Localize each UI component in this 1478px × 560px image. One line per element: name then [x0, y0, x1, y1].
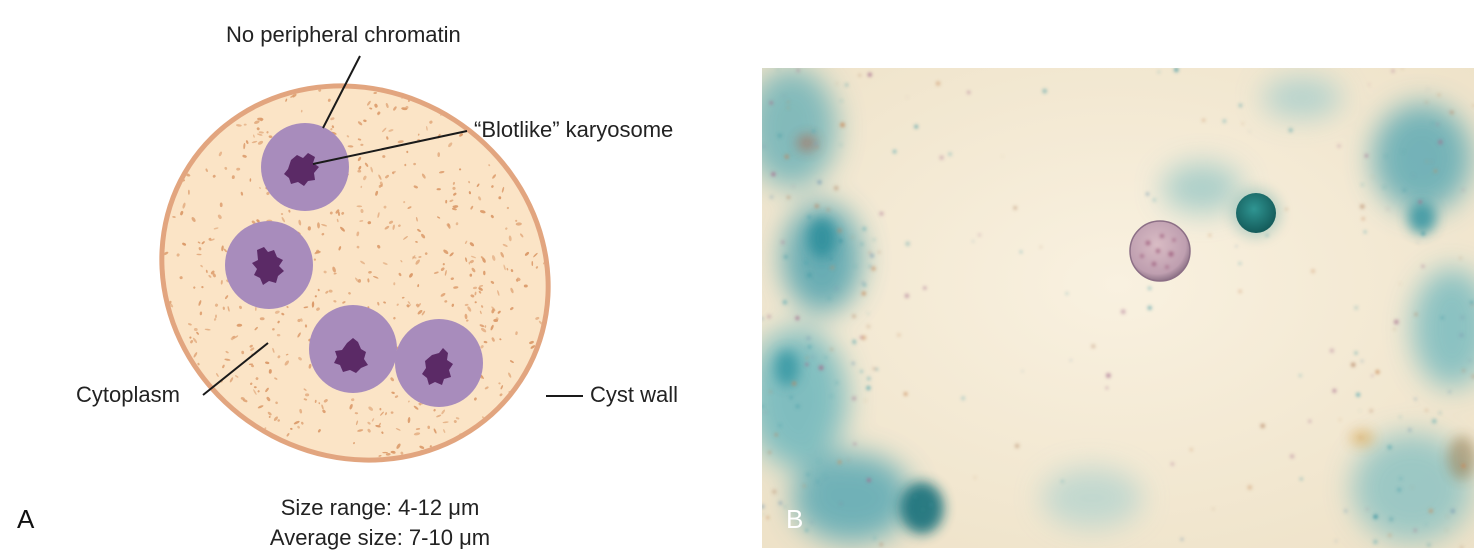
size-info: Size range: 4-12 μm Average size: 7-10 μ…	[230, 493, 530, 553]
cyst-diagram	[139, 55, 583, 477]
cyst-organism	[1129, 220, 1191, 282]
nucleus	[261, 123, 349, 211]
nucleus	[225, 221, 313, 309]
karyosome	[334, 338, 368, 373]
debris-specks	[762, 68, 1474, 548]
karyosome	[284, 153, 319, 186]
karyosome	[252, 247, 284, 285]
nucleus	[309, 305, 397, 393]
cytoplasm	[164, 88, 546, 458]
label-karyosome: “Blotlike” karyosome	[474, 117, 674, 142]
karyosome	[422, 348, 453, 385]
leader-line-karyosome	[312, 130, 468, 165]
average-size: Average size: 7-10 μm	[269, 525, 491, 550]
micrograph	[762, 68, 1474, 548]
label-no-peripheral-chromatin: No peripheral chromatin	[226, 22, 461, 47]
size-range: Size range: 4-12 μm	[280, 495, 480, 520]
panel-letter-a: A	[17, 504, 35, 534]
label-cytoplasm: Cytoplasm	[76, 382, 180, 407]
stained-organism	[1231, 188, 1281, 238]
label-cyst-wall: Cyst wall	[590, 382, 679, 407]
panel-letter-b: B	[786, 504, 804, 534]
nucleus	[395, 319, 483, 407]
leader-line-cytoplasm	[202, 342, 269, 396]
leader-line-no-peripheral-chromatin	[322, 55, 361, 129]
